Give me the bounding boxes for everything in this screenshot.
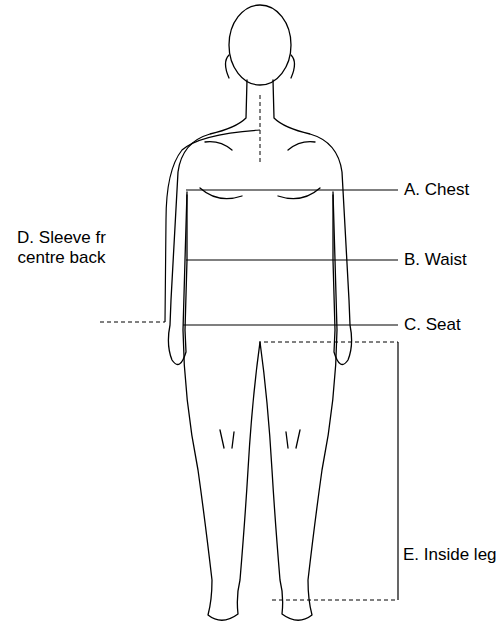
measurement-label: B. Waist	[404, 250, 467, 270]
measurement-label: E. Inside leg	[403, 545, 497, 565]
measurement-label: D. Sleeve fr centre back	[14, 228, 109, 267]
measurement-label: A. Chest	[404, 180, 469, 200]
measurement-label: C. Seat	[404, 315, 461, 335]
